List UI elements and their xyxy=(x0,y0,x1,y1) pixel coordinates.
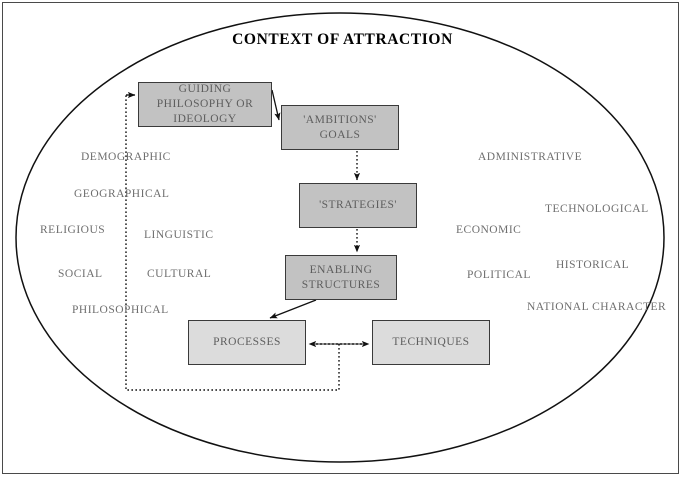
context-label-social: SOCIAL xyxy=(58,268,103,280)
node-ambitions-goals[interactable]: 'AMBITIONS' GOALS xyxy=(281,105,399,150)
page-title: CONTEXT OF ATTRACTION xyxy=(232,31,453,48)
node-processes[interactable]: PROCESSES xyxy=(188,320,306,365)
node-strategies[interactable]: 'STRATEGIES' xyxy=(299,183,417,228)
context-label-geographical: GEOGRAPHICAL xyxy=(74,188,170,200)
connector-guiding-to-ambitions xyxy=(271,89,281,121)
context-label-linguistic: LINGUISTIC xyxy=(144,229,214,241)
node-enabling-structures[interactable]: ENABLING STRUCTURES xyxy=(285,255,397,300)
context-label-economic: ECONOMIC xyxy=(456,224,522,236)
context-ellipse xyxy=(15,12,665,463)
page-frame xyxy=(2,2,679,474)
context-label-historical: HISTORICAL xyxy=(556,259,630,271)
context-label-demographic: DEMOGRAPHIC xyxy=(81,151,171,163)
context-label-national-character: NATIONAL CHARACTER xyxy=(527,301,667,313)
context-label-political: POLITICAL xyxy=(467,269,531,281)
context-label-philosophical: PHILOSOPHICAL xyxy=(72,304,169,316)
node-techniques[interactable]: TECHNIQUES xyxy=(372,320,490,365)
context-label-cultural: CULTURAL xyxy=(147,268,212,280)
node-guiding-philosophy[interactable]: GUIDING PHILOSOPHY OR IDEOLOGY xyxy=(138,82,272,127)
context-label-religious: RELIGIOUS xyxy=(40,224,106,236)
connector-enabling-to-processes xyxy=(269,299,317,319)
context-label-administrative: ADMINISTRATIVE xyxy=(478,151,583,163)
context-label-technological: TECHNOLOGICAL xyxy=(545,203,649,215)
connector-feedback-loop xyxy=(125,95,340,391)
